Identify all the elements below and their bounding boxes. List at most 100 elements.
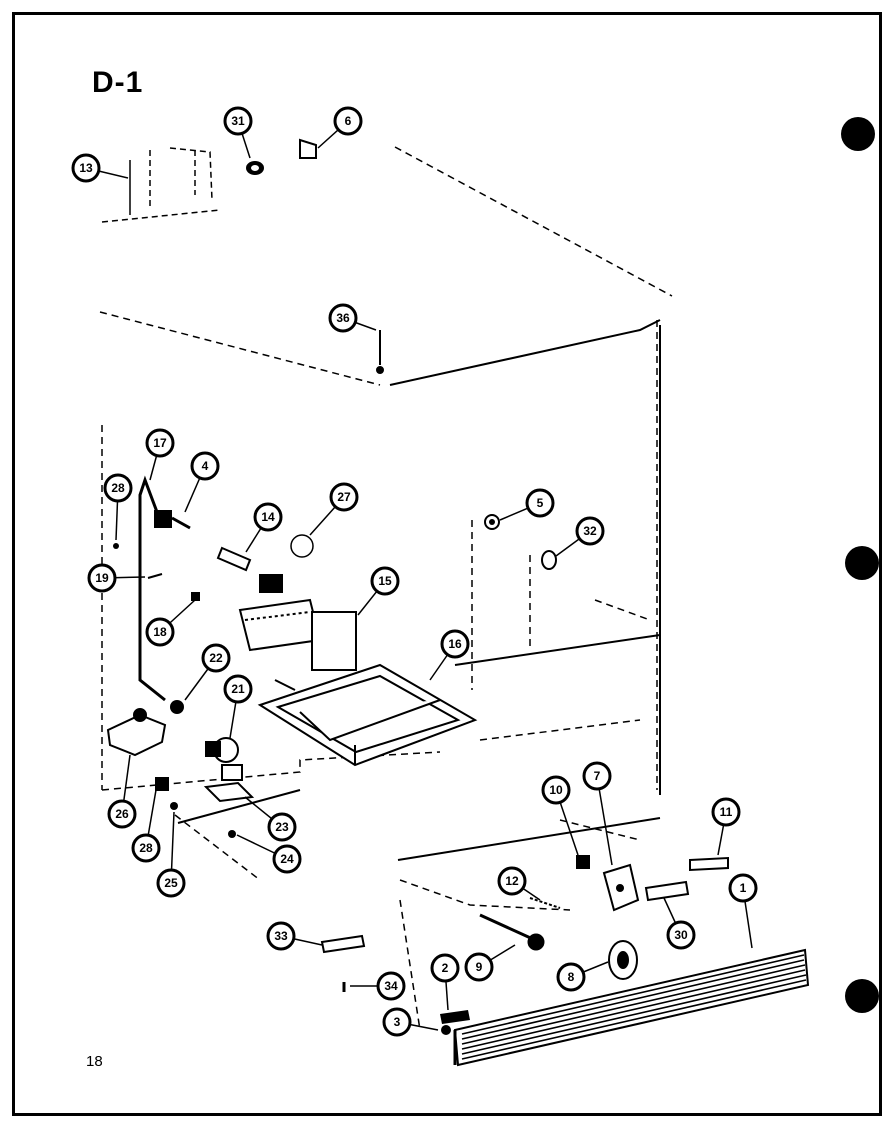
callout-label: 5 xyxy=(537,496,544,510)
callout-17: 17 xyxy=(145,428,175,458)
nut-22 xyxy=(170,700,184,714)
callout-25: 25 xyxy=(156,868,186,898)
cabinet-outline xyxy=(99,146,673,1031)
cabinet-solid-lines xyxy=(177,319,661,861)
pin-30 xyxy=(644,880,690,902)
callout-label: 34 xyxy=(384,979,398,993)
callout-label: 25 xyxy=(164,876,178,890)
callout-label: 24 xyxy=(280,852,294,866)
clip-6 xyxy=(299,138,317,159)
callout-13: 13 xyxy=(71,153,101,183)
clamp-19 xyxy=(147,573,163,579)
callout-label: 36 xyxy=(336,311,350,325)
tube-14 xyxy=(216,546,252,572)
callout-label: 28 xyxy=(139,841,153,855)
callout-circle xyxy=(267,812,297,842)
callout-label: 8 xyxy=(568,970,575,984)
callout-32: 32 xyxy=(575,516,605,546)
callout-circle xyxy=(107,799,137,829)
callout-19: 19 xyxy=(87,563,117,593)
roller-wheel-8 xyxy=(608,940,638,980)
callout-24: 24 xyxy=(272,844,302,874)
callout-9: 9 xyxy=(464,952,494,982)
callout-circle xyxy=(156,868,186,898)
callout-circle xyxy=(272,844,302,874)
water-valve-21 xyxy=(205,737,243,781)
callout-15: 15 xyxy=(370,566,400,596)
fitting-31 xyxy=(246,161,264,175)
callout-21: 21 xyxy=(223,674,253,704)
callout-label: 30 xyxy=(674,928,688,942)
callout-label: 33 xyxy=(274,929,288,943)
callout-label: 11 xyxy=(720,805,733,819)
callout-1: 1 xyxy=(728,873,758,903)
callout-circle xyxy=(253,502,283,532)
binder-hole-bottom xyxy=(845,979,879,1013)
callout-label: 12 xyxy=(505,874,519,888)
screw-25 xyxy=(170,802,178,810)
callout-circle xyxy=(223,106,253,136)
callout-circle xyxy=(333,106,363,136)
callout-circle xyxy=(145,617,175,647)
clip-2 xyxy=(440,1010,470,1024)
callout-circle xyxy=(497,866,527,896)
ring-32 xyxy=(541,550,557,570)
callout-label: 3 xyxy=(394,1015,401,1029)
callout-label: 28 xyxy=(111,481,125,495)
screw-28a xyxy=(113,543,119,549)
callout-circle xyxy=(145,428,175,458)
callout-circle xyxy=(582,761,612,791)
callout-28: 28 xyxy=(103,473,133,503)
hinge-bracket-7 xyxy=(602,863,640,912)
callout-label: 15 xyxy=(378,574,392,588)
callout-label: 6 xyxy=(345,114,352,128)
callout-label: 17 xyxy=(153,436,167,450)
leader-line-7 xyxy=(596,775,613,866)
nut-3 xyxy=(441,1025,451,1035)
callout-label: 4 xyxy=(202,459,209,473)
callout-circle xyxy=(728,873,758,903)
callout-circle xyxy=(575,516,605,546)
callout-circle xyxy=(430,953,460,983)
cover-bracket-part xyxy=(101,147,221,223)
callout-27: 27 xyxy=(329,482,359,512)
callout-circle xyxy=(266,921,296,951)
callout-label: 10 xyxy=(549,783,563,797)
callout-label: 31 xyxy=(231,114,245,128)
figure-title: D-1 xyxy=(92,66,144,99)
bushing-10 xyxy=(576,855,590,869)
callout-23: 23 xyxy=(267,812,297,842)
callout-2: 2 xyxy=(430,953,460,983)
callout-circle xyxy=(223,674,253,704)
callout-circle xyxy=(525,488,555,518)
bracket-23 xyxy=(203,781,255,803)
binder-hole-top xyxy=(841,117,875,151)
water-tube-17 xyxy=(138,475,166,702)
callout-circle xyxy=(666,920,696,950)
callout-circle xyxy=(329,482,359,512)
callout-circle xyxy=(131,833,161,863)
callout-label: 19 xyxy=(95,571,109,585)
callout-31: 31 xyxy=(223,106,253,136)
ice-maker-15 xyxy=(238,574,357,691)
pin-11 xyxy=(689,856,729,872)
fitting-28b xyxy=(155,777,169,791)
callout-label: 9 xyxy=(476,960,483,974)
cap-27 xyxy=(290,534,314,558)
callout-circle xyxy=(201,643,231,673)
callout-label: 32 xyxy=(583,524,597,538)
callout-6: 6 xyxy=(333,106,363,136)
callout-circle xyxy=(541,775,571,805)
callout-label: 1 xyxy=(740,881,747,895)
callout-28: 28 xyxy=(131,833,161,863)
callout-circle xyxy=(328,303,358,333)
valve-mount-26 xyxy=(106,708,167,757)
screw-36 xyxy=(376,330,384,374)
callout-label: 18 xyxy=(153,625,167,639)
callout-label: 13 xyxy=(79,161,93,175)
callout-circle xyxy=(87,563,117,593)
callout-16: 16 xyxy=(440,629,470,659)
callout-label: 14 xyxy=(261,510,275,524)
